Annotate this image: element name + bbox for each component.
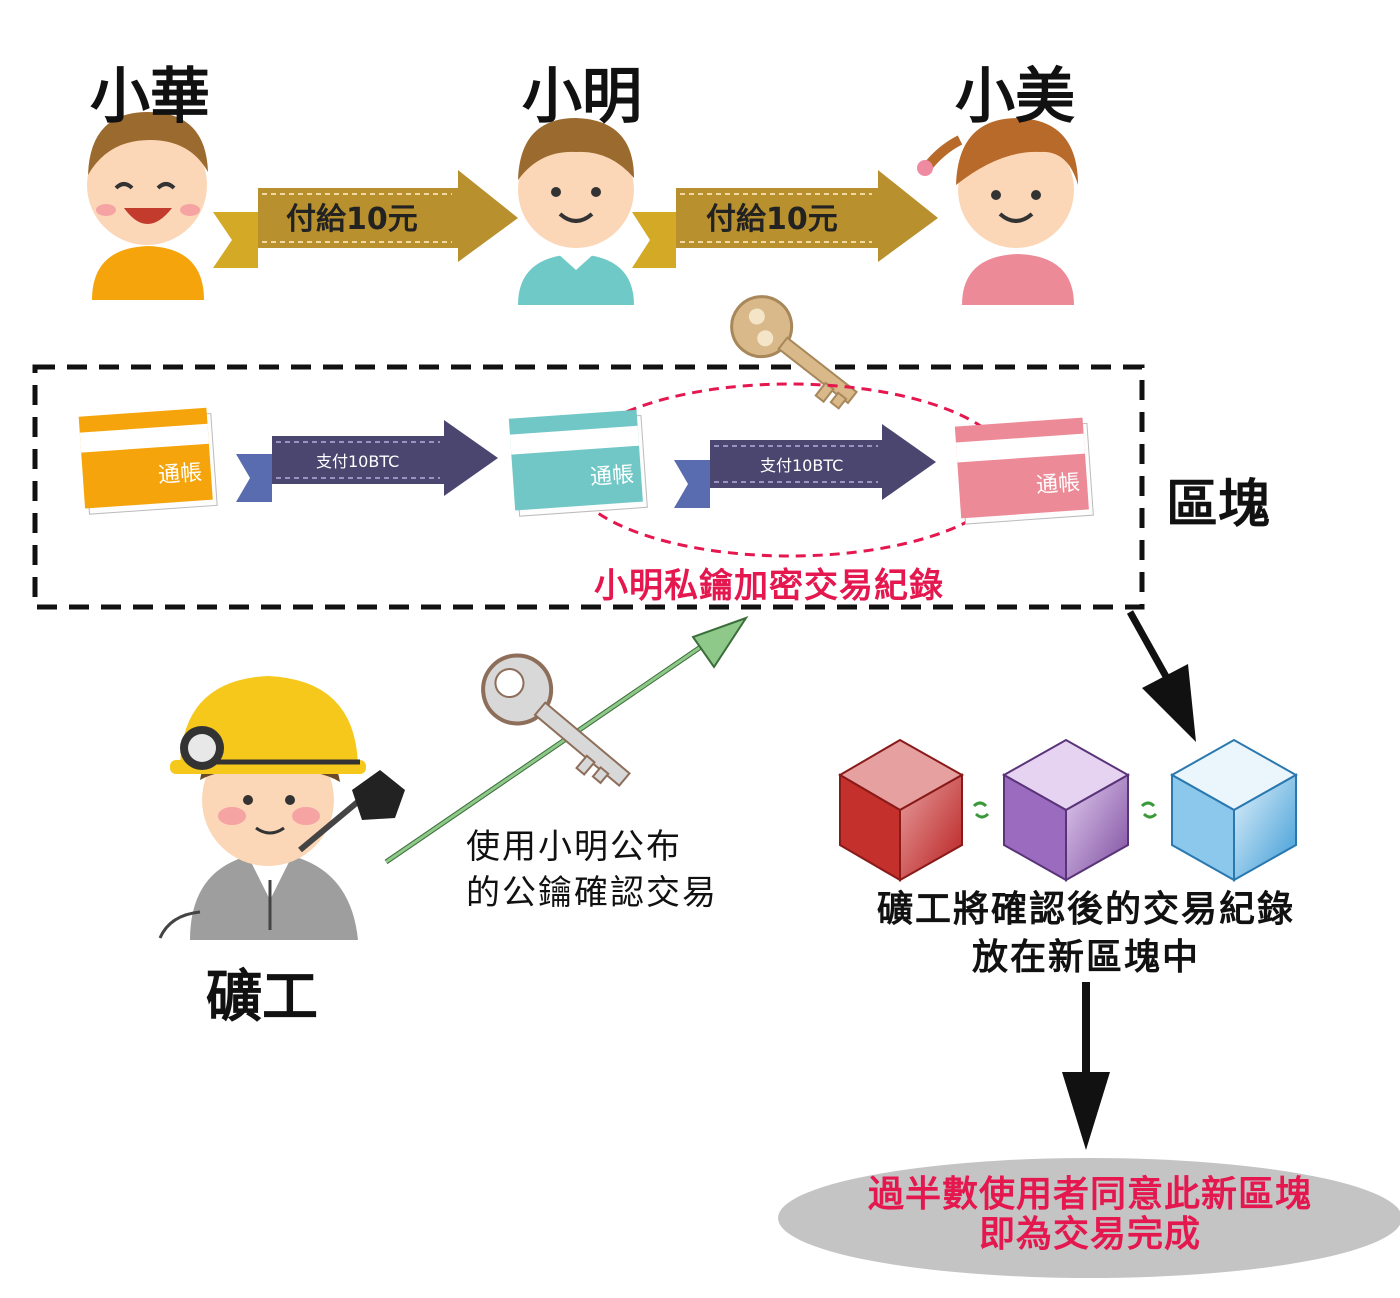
miner-figure: [158, 676, 405, 940]
cube-blue: [1169, 738, 1299, 882]
consensus-note-line2: 即為交易完成: [978, 1214, 1201, 1255]
chain-link-icon-2: [1140, 801, 1158, 819]
kid-mei-figure: [917, 118, 1078, 305]
kid-hua-figure: [87, 112, 208, 300]
gold-arrow-1-label: 付給10元: [286, 202, 418, 237]
consensus-note: 過半數使用者同意此新區塊 即為交易完成: [780, 1175, 1400, 1255]
verify-note: 使用小明公布 的公鑰確認交易: [466, 824, 718, 916]
block-dashed-border: [32, 364, 1145, 610]
navy-arrow-1-label: 支付10BTC: [316, 452, 400, 471]
block-to-chain-arrow: [1126, 610, 1196, 742]
person-ming-label: 小明: [522, 62, 642, 132]
encryption-note: 小明私鑰加密交易紀錄: [594, 566, 944, 606]
passbook-mei-label: 通帳: [1035, 470, 1082, 499]
consensus-note-line1: 過半數使用者同意此新區塊: [867, 1174, 1312, 1215]
verify-arrow: [384, 616, 749, 865]
person-hua-label: 小華: [90, 62, 210, 132]
gold-arrow-2: [632, 170, 938, 268]
person-mei-label: 小美: [955, 62, 1075, 132]
chain-note-line1: 礦工將確認後的交易紀錄: [876, 889, 1295, 930]
passbook-hua: [78, 407, 218, 515]
cube-red: [838, 738, 965, 882]
navy-arrow-2: [674, 424, 936, 508]
block-label: 區塊: [1166, 475, 1271, 535]
navy-arrow-2-label: 支付10BTC: [760, 456, 844, 475]
verify-note-line1: 使用小明公布: [466, 827, 682, 867]
passbook-mei: [954, 417, 1094, 525]
public-key-icon: [481, 653, 631, 788]
kid-ming-figure: [518, 118, 634, 305]
miner-label: 礦工: [206, 965, 318, 1030]
passbook-hua-label: 通帳: [157, 460, 204, 489]
chain-link-icon-1: [972, 801, 990, 819]
private-key-icon: [730, 295, 858, 410]
verify-note-line2: 的公鑰確認交易: [466, 873, 718, 913]
cube-purple: [1001, 738, 1131, 882]
gold-arrow-1: [213, 170, 518, 268]
passbook-ming-label: 通帳: [589, 462, 636, 491]
consensus-ellipse: [778, 1158, 1400, 1278]
chain-to-consensus-arrow: [1062, 982, 1110, 1150]
chain-note: 礦工將確認後的交易紀錄 放在新區塊中: [836, 886, 1336, 982]
passbook-ming: [508, 409, 648, 517]
gold-arrow-2-label: 付給10元: [706, 202, 838, 237]
navy-arrow-1: [236, 420, 498, 502]
chain-note-line2: 放在新區塊中: [971, 937, 1200, 978]
